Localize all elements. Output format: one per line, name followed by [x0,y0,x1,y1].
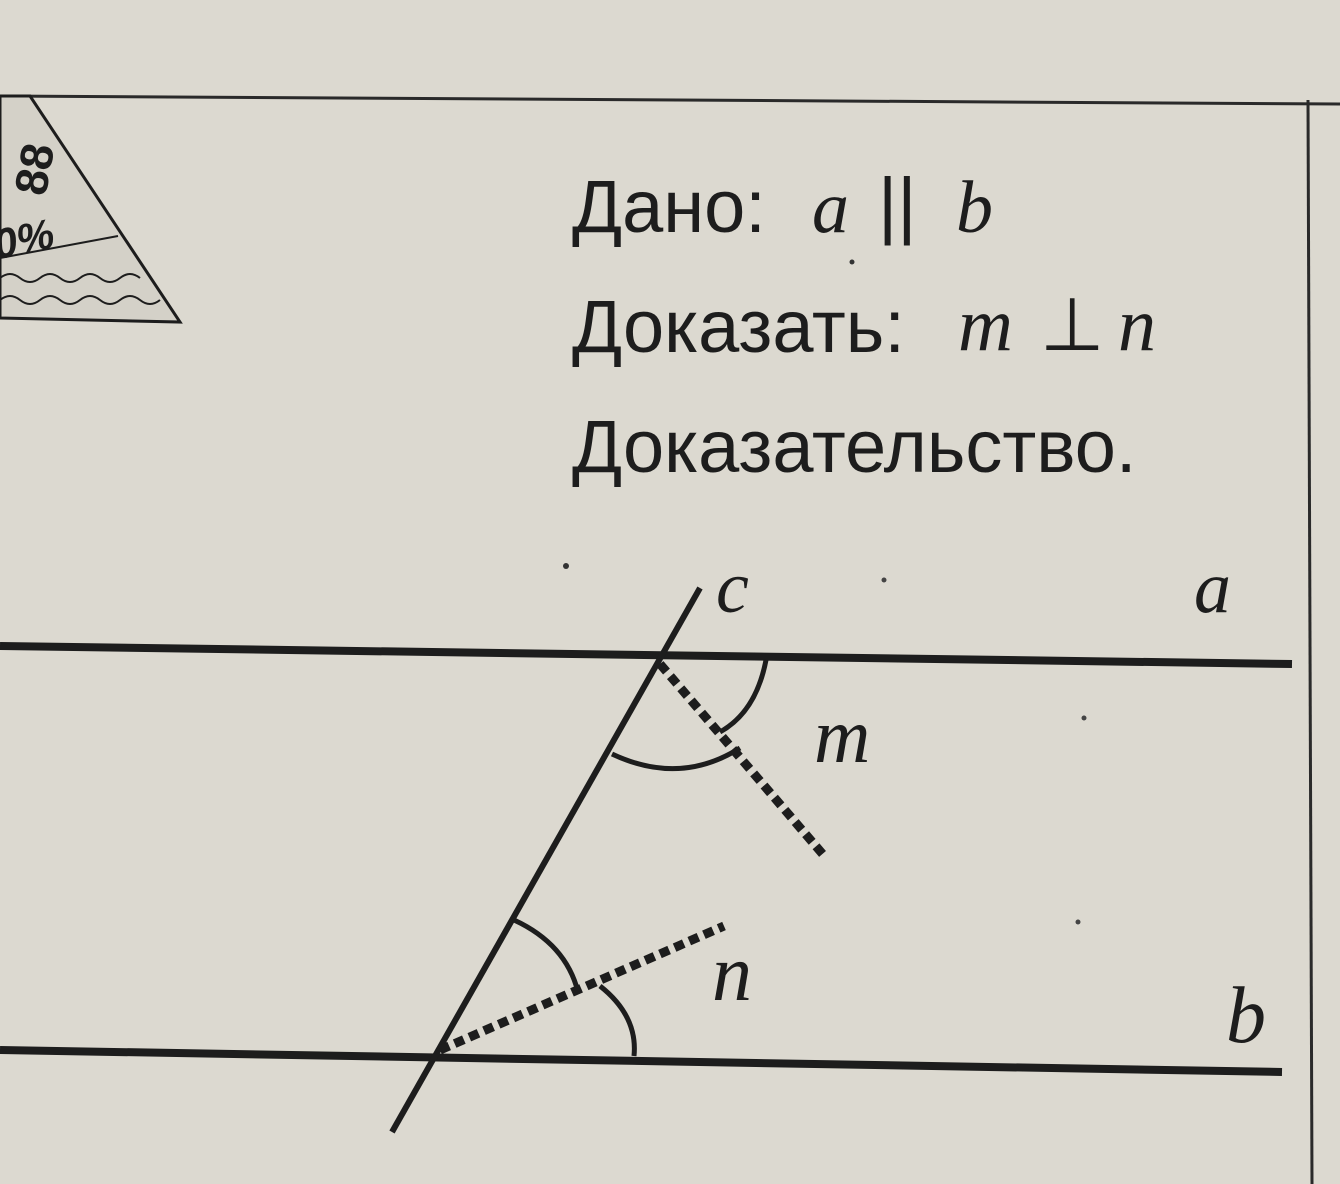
badge-divider [0,235,119,259]
label-n: n [712,930,752,1018]
speck [1075,919,1081,925]
prove-line-n: n [1118,283,1156,367]
angle-arc-bottom-lower [598,984,637,1057]
speck [881,577,887,583]
transversal-c [389,586,703,1134]
label-b: b [1226,972,1266,1060]
given-line-b: b [956,167,993,249]
badge-wave-2 [0,295,161,305]
proof-label: Доказательство. [572,405,1136,488]
badge-triangle [0,94,183,324]
bisector-m [656,661,830,861]
perpendicular-symbol: ⊥ [1040,283,1104,366]
prove-label: Доказать: [572,285,905,368]
corner-badge: 88 0% [0,94,183,324]
given-label: Дано: [572,165,766,248]
given-statement: Дано: a || b [572,163,993,249]
top-frame-line [0,94,1340,106]
badge-wave-1 [0,273,141,283]
speck [563,563,569,569]
prove-statement: Доказать: m ⊥ n [572,283,1156,368]
line-b [0,1046,1283,1076]
label-m: m [814,692,870,779]
angle-arc-bottom-upper [512,917,581,993]
angle-arc-top-large [610,745,742,772]
line-a [0,642,1293,668]
angle-arc-top-small [718,659,769,735]
given-line-a: a [812,167,849,249]
bisector-n [438,921,726,1055]
label-a: a [1194,547,1231,629]
prove-line-m: m [958,283,1013,367]
right-frame-line [1306,99,1314,1184]
speck [1081,715,1087,721]
parallel-symbol: || [878,163,916,246]
speck [849,259,855,265]
badge-text-1: 88 [4,139,64,198]
label-c: c [716,547,749,629]
